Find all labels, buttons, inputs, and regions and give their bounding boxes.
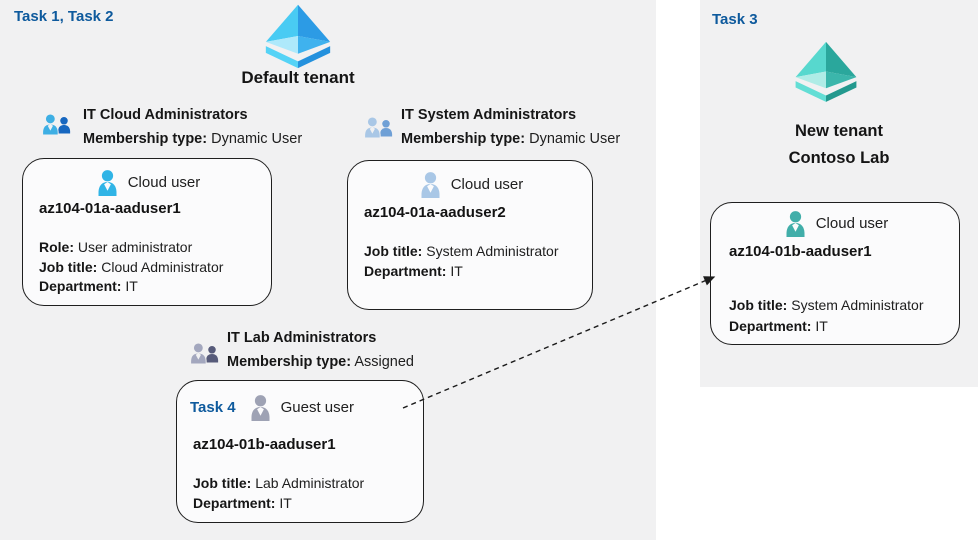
user-type-label: Guest user [280, 399, 354, 416]
card-header: Cloud user [711, 209, 959, 238]
group-icon-lab-admins [188, 341, 220, 368]
default-tenant-title: Default tenant [241, 68, 355, 87]
membership-value: Dynamic User [529, 131, 621, 147]
department-line: Department: IT [364, 262, 463, 279]
group-title-cloud-admins: IT Cloud Administrators [83, 107, 248, 123]
user-card-new-tenant: Cloud user az104-01b-aaduser1 Job title:… [710, 202, 960, 345]
task-1-2-label: Task 1, Task 2 [14, 8, 114, 25]
membership-label: Membership type: [83, 131, 208, 147]
new-tenant-title-line1: New tenant [794, 122, 883, 140]
department-line: Department: IT [193, 494, 292, 511]
user-details: Job title: System Administrator Departme… [364, 242, 559, 281]
group-title-lab-admins: IT Lab Administrators [227, 330, 377, 346]
membership-label: Membership type: [227, 354, 352, 370]
department-line: Department: IT [39, 278, 138, 294]
membership-value: Assigned [354, 354, 414, 370]
task-3-label: Task 3 [712, 11, 758, 28]
cloud-user-icon [786, 211, 805, 237]
group-membership-cloud-admins: Membership type: Dynamic User [83, 131, 302, 147]
azure-tenant-teal-icon [790, 40, 862, 103]
username: az104-01a-aaduser2 [364, 204, 506, 221]
user-card-cloud1: Cloud user az104-01a-aaduser1 Role: User… [22, 158, 272, 306]
card-header: Task 4 Guest user [177, 393, 423, 422]
username: az104-01a-aaduser1 [39, 200, 181, 217]
username: az104-01b-aaduser1 [729, 243, 872, 260]
group-membership-system-admins: Membership type: Dynamic User [401, 131, 620, 147]
cloud-user-icon [98, 170, 117, 196]
job-title-line: Job title: System Administrator [729, 297, 924, 313]
group-icon-cloud-admins [40, 112, 72, 139]
guest-user-icon [251, 395, 270, 421]
azure-tenant-blue-icon [258, 3, 338, 69]
membership-label: Membership type: [401, 131, 526, 147]
membership-value: Dynamic User [211, 131, 303, 147]
task-4-label: Task 4 [190, 399, 236, 416]
user-details: Role: User administrator Job title: Clou… [39, 238, 223, 297]
card-header: Cloud user [348, 170, 592, 199]
role-line: Role: User administrator [39, 239, 193, 255]
job-title-line: Job title: System Administrator [364, 243, 559, 259]
username: az104-01b-aaduser1 [193, 436, 336, 453]
user-details: Job title: System Administrator Departme… [729, 295, 924, 337]
user-type-label: Cloud user [815, 215, 889, 232]
cloud-user-icon [421, 172, 440, 198]
user-type-label: Cloud user [127, 174, 201, 191]
job-title-line: Job title: Lab Administrator [193, 475, 365, 491]
group-membership-lab-admins: Membership type: Assigned [227, 354, 414, 370]
group-icon-system-admins [362, 115, 394, 142]
group-title-system-admins: IT System Administrators [401, 107, 577, 123]
card-header: Cloud user [23, 168, 271, 197]
new-tenant-title-line2: Contoso Lab [788, 149, 890, 167]
user-details: Job title: Lab Administrator Department:… [193, 474, 364, 513]
job-title-line: Job title: Cloud Administrator [39, 258, 224, 275]
user-type-label: Cloud user [450, 176, 524, 193]
user-card-guest: Task 4 Guest user az104-01b-aaduser1 Job… [176, 380, 424, 523]
user-card-cloud2: Cloud user az104-01a-aaduser2 Job title:… [347, 160, 593, 310]
department-line: Department: IT [729, 318, 828, 334]
